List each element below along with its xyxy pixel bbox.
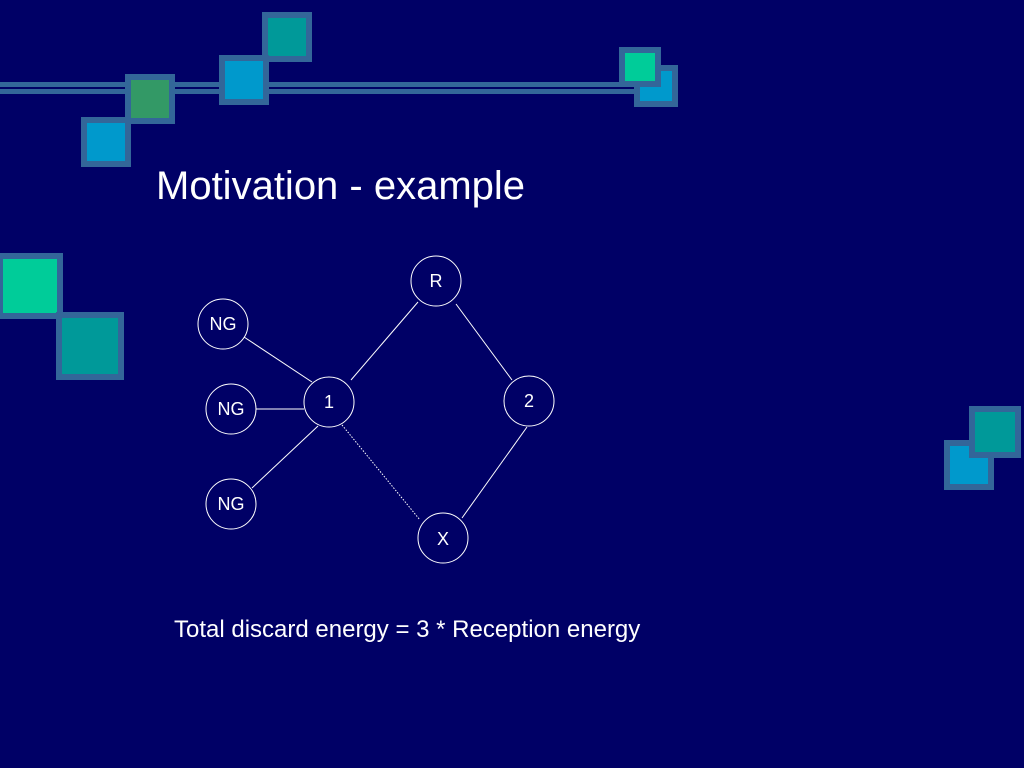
node-ng-1-label: NG — [210, 314, 237, 334]
node-ng-3-label: NG — [218, 494, 245, 514]
energy-caption: Total discard energy = 3 * Reception ene… — [174, 616, 641, 643]
node-ng-2-circle — [205, 383, 257, 435]
decor-square — [969, 406, 1021, 458]
node-ng-2: NG — [205, 383, 257, 435]
node-1-label: 1 — [324, 392, 334, 412]
slide-title: Motivation - example — [156, 164, 526, 208]
node-1-circle — [303, 376, 355, 428]
decor-square — [125, 74, 175, 124]
edge-r-1 — [350, 301, 419, 381]
decor-square — [56, 312, 124, 380]
node-ng-2-label: NG — [218, 399, 245, 419]
node-2: 2 — [503, 375, 555, 427]
edge-2-x — [461, 426, 528, 519]
node-r-circle — [410, 255, 462, 307]
decor-square — [81, 117, 131, 167]
decor-square — [619, 47, 661, 87]
node-ng-1: NG — [197, 298, 249, 350]
node-ng-1-circle — [197, 298, 249, 350]
decor-square — [219, 55, 269, 105]
node-ng-3-circle — [205, 478, 257, 530]
edge-ng1-1 — [243, 336, 313, 383]
decor-square — [262, 12, 312, 62]
node-x-label: X — [437, 529, 449, 549]
node-ng-3: NG — [205, 478, 257, 530]
decor-square — [0, 253, 63, 319]
edge-ng3-1 — [251, 425, 319, 489]
node-2-circle — [503, 375, 555, 427]
edge-r-2 — [455, 303, 513, 381]
node-x: X — [417, 512, 469, 564]
node-r-label: R — [430, 271, 443, 291]
edge-1-x-dotted — [341, 424, 421, 521]
node-1: 1 — [303, 376, 355, 428]
node-2-label: 2 — [524, 391, 534, 411]
node-r: R — [410, 255, 462, 307]
node-x-circle — [417, 512, 469, 564]
